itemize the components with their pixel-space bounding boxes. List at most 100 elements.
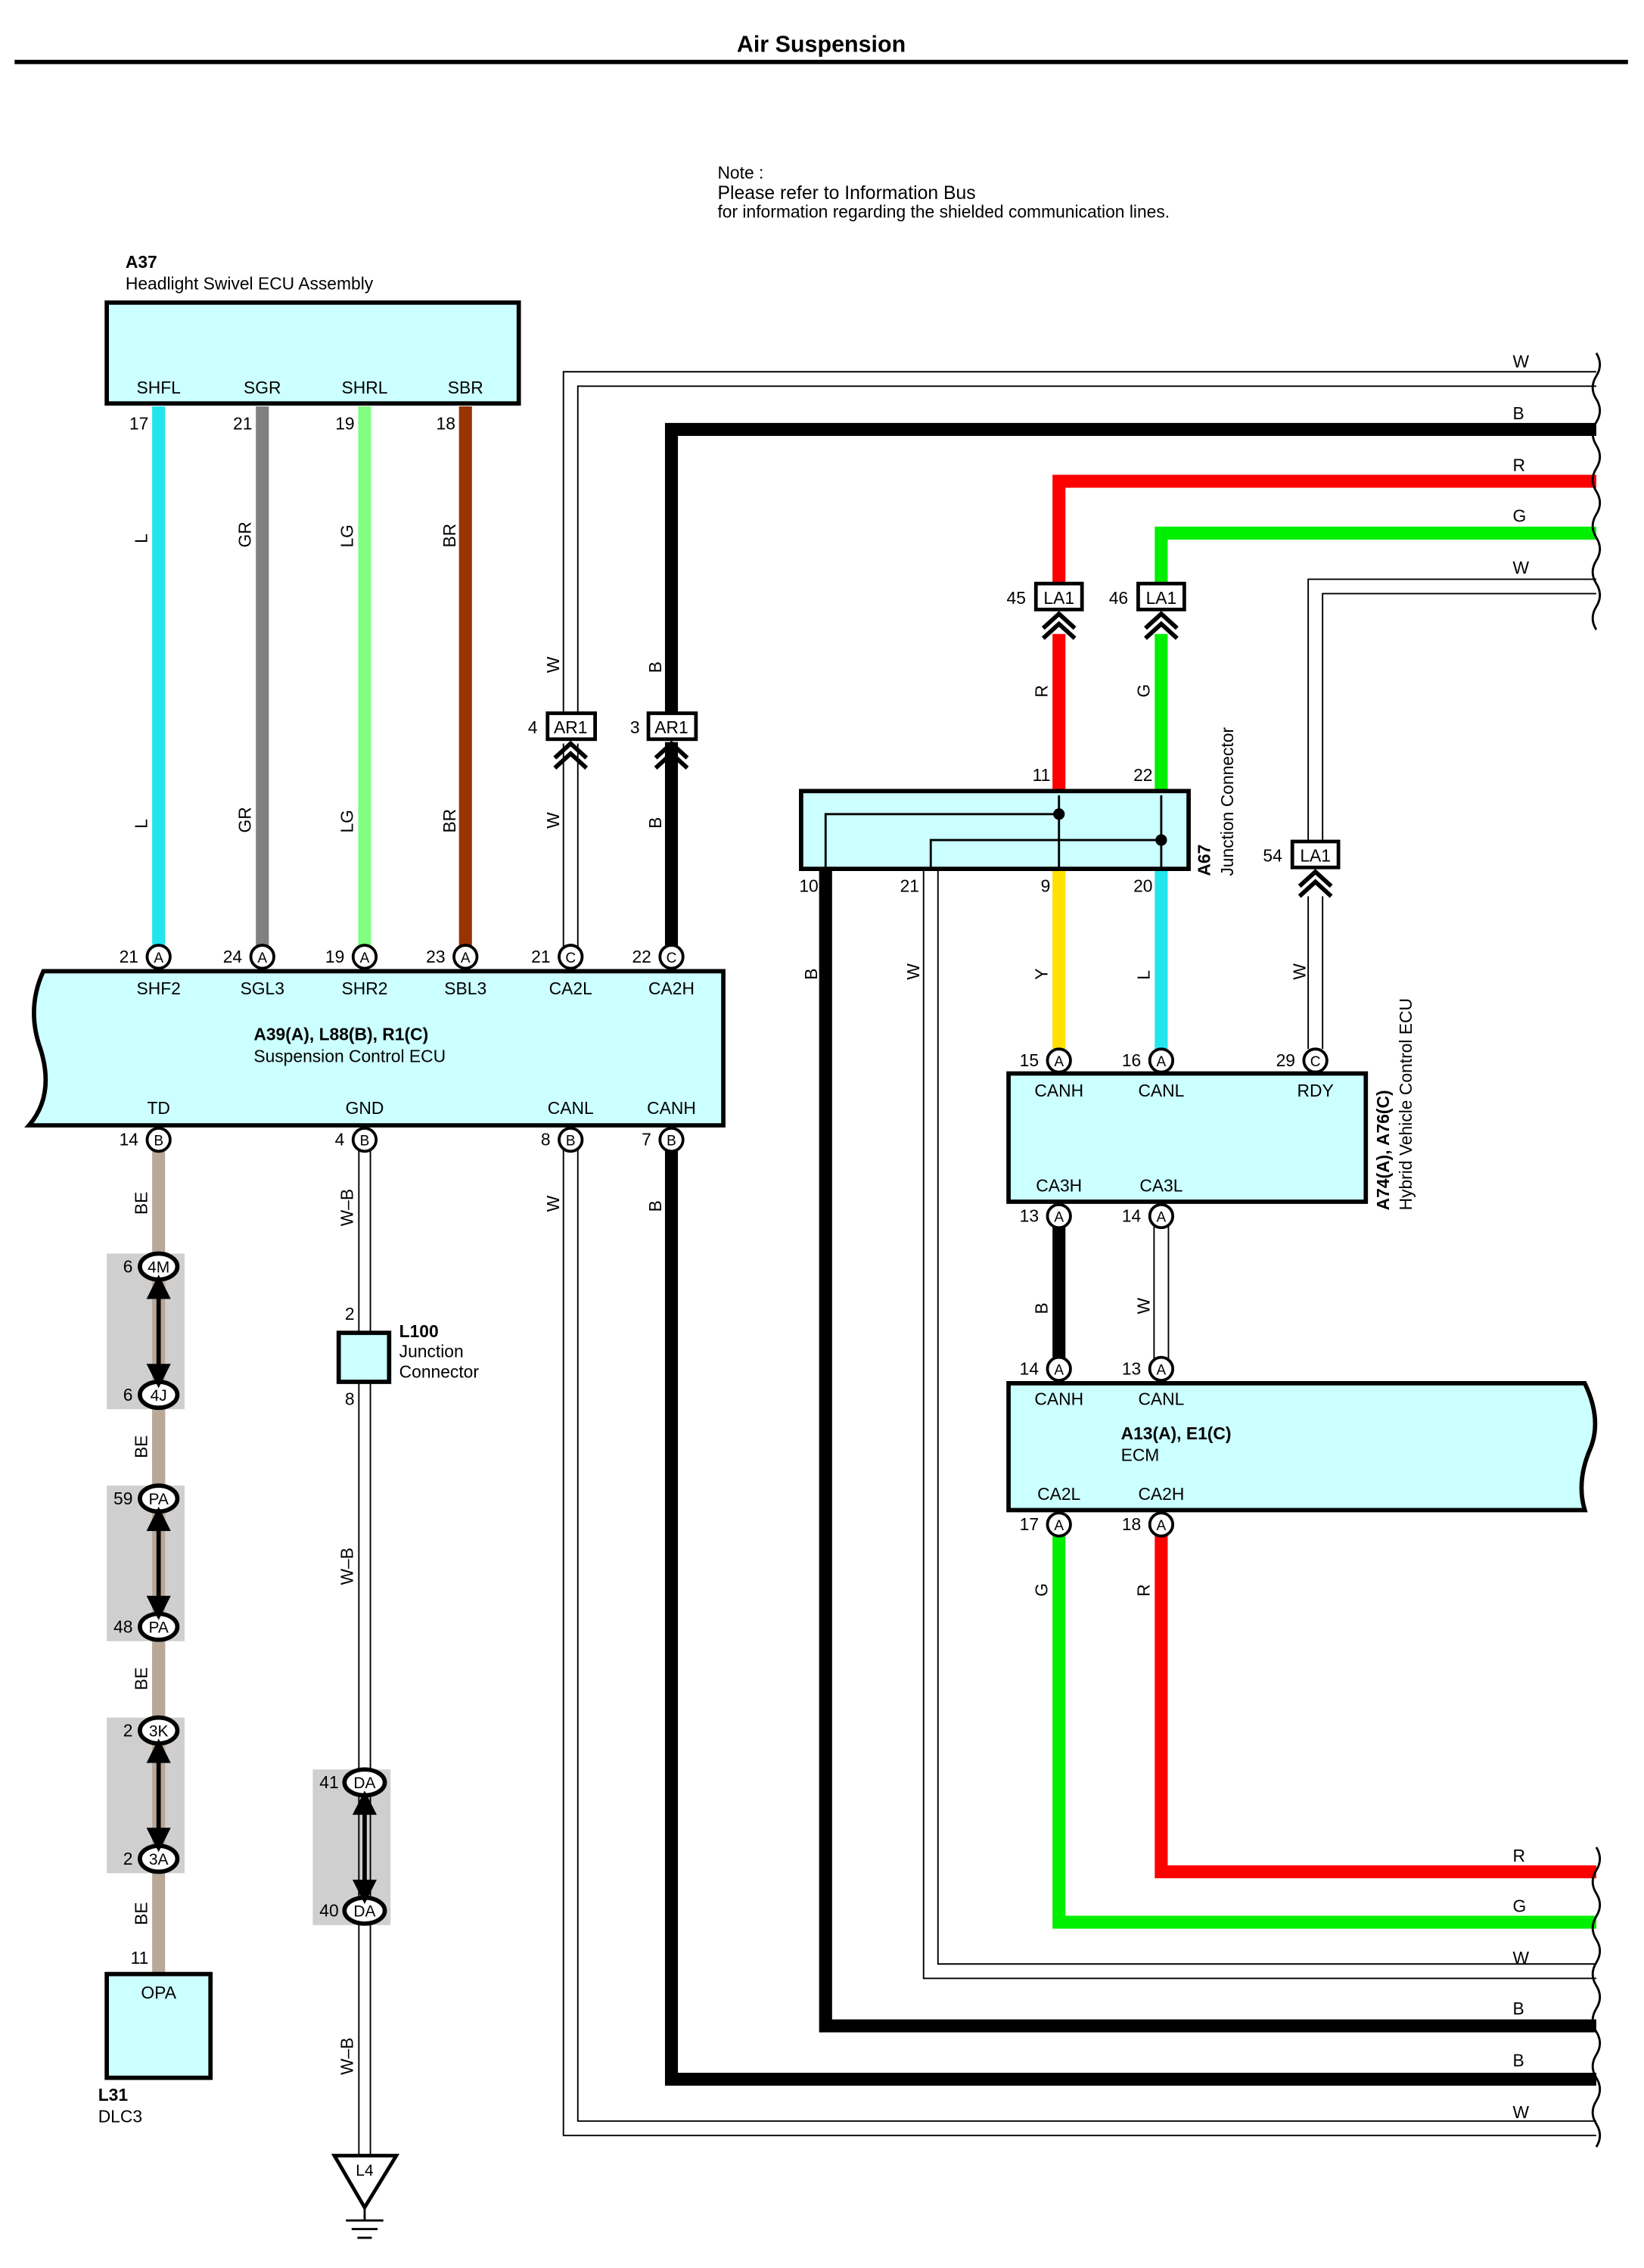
- svg-text:W: W: [543, 1195, 563, 1212]
- svg-text:L: L: [131, 819, 151, 829]
- svg-text:Junction: Junction: [399, 1342, 464, 1361]
- svg-text:16: 16: [1122, 1050, 1141, 1070]
- svg-text:L100: L100: [399, 1321, 439, 1341]
- svg-text:A: A: [1054, 1518, 1064, 1534]
- wire-wb-gnd: [358, 1146, 371, 2156]
- svg-text:BE: BE: [131, 1435, 151, 1458]
- svg-text:G: G: [1031, 1583, 1051, 1597]
- svg-text:BE: BE: [131, 1192, 151, 1215]
- wire-w-rdy: [1307, 578, 1596, 1050]
- svg-text:A: A: [1157, 1210, 1167, 1226]
- svg-text:B: B: [1512, 1999, 1524, 2018]
- svg-text:18: 18: [1122, 1514, 1141, 1534]
- a37-pin-shrl: SHRL: [342, 378, 388, 397]
- svg-text:L: L: [131, 534, 151, 543]
- svg-text:41: 41: [319, 1772, 338, 1792]
- svg-text:A: A: [154, 950, 163, 966]
- wire-color-labels: L L GR GR LG LG BR BR W W B B R G B W Y …: [131, 521, 1309, 2075]
- svg-text:21: 21: [120, 947, 138, 966]
- svg-text:SGL3: SGL3: [241, 978, 284, 998]
- svg-text:8: 8: [345, 1389, 355, 1408]
- svg-text:15: 15: [1020, 1050, 1039, 1070]
- svg-text:11: 11: [131, 1948, 149, 1968]
- svg-text:B: B: [645, 1200, 665, 1212]
- component-a74: CANH CANL RDY 15 16 29 A A C CA3H CA3L 1…: [1006, 998, 1416, 1230]
- svg-text:59: 59: [113, 1489, 132, 1508]
- svg-text:3K: 3K: [149, 1722, 169, 1740]
- wire-r-ca2h: [1155, 1532, 1596, 1878]
- wire-w-a67-21: [922, 870, 1596, 1980]
- wire-b-canh: [664, 1146, 1596, 2086]
- connector-la1-45: 45 LA1: [1007, 581, 1084, 640]
- svg-text:A: A: [1157, 1518, 1167, 1534]
- svg-text:LA1: LA1: [1043, 588, 1074, 608]
- svg-text:PA: PA: [148, 1619, 168, 1636]
- svg-text:R: R: [1031, 685, 1051, 698]
- wire-b-ca2h: [664, 422, 1596, 714]
- wire-w-ca3l: [1153, 1224, 1170, 1361]
- svg-text:9: 9: [1041, 876, 1051, 896]
- wire-r-la1: [1052, 474, 1596, 584]
- svg-text:A: A: [1157, 1054, 1167, 1070]
- svg-text:6: 6: [123, 1385, 133, 1405]
- svg-text:BR: BR: [440, 524, 459, 548]
- svg-text:W: W: [1512, 2102, 1529, 2122]
- svg-text:B: B: [566, 1134, 576, 1150]
- svg-text:W: W: [1134, 1298, 1154, 1314]
- a74-name: Hybrid Vehicle Control ECU: [1396, 998, 1416, 1210]
- svg-text:14: 14: [120, 1130, 139, 1150]
- svg-text:Connector: Connector: [399, 1361, 480, 1381]
- a13-name: ECM: [1121, 1445, 1160, 1465]
- component-a67: 11 22 10 21 9 20 A67 Junction Connector: [799, 727, 1237, 896]
- svg-text:L4: L4: [356, 2162, 374, 2179]
- a37-box: [104, 300, 521, 406]
- svg-text:RDY: RDY: [1297, 1081, 1334, 1100]
- connector-ar1-4: 4 AR1: [528, 711, 597, 770]
- component-l31: OPA 11 L31 DLC3: [98, 1948, 213, 2126]
- svg-text:CA2L: CA2L: [1037, 1484, 1080, 1504]
- a37-name: Headlight Swivel ECU Assembly: [126, 274, 374, 294]
- wire-w-ca2l: [562, 371, 1596, 948]
- svg-text:A: A: [461, 950, 471, 966]
- svg-text:24: 24: [223, 947, 243, 966]
- svg-text:A: A: [360, 950, 370, 966]
- svg-text:SHF2: SHF2: [136, 978, 180, 998]
- connector-ar1-3: 3 AR1: [630, 711, 698, 770]
- svg-text:CA3L: CA3L: [1139, 1176, 1182, 1196]
- svg-text:R: R: [1512, 456, 1525, 475]
- svg-text:R: R: [1512, 1846, 1525, 1865]
- svg-text:A: A: [1054, 1054, 1064, 1070]
- svg-text:BE: BE: [131, 1902, 151, 1924]
- svg-text:W: W: [543, 812, 563, 829]
- svg-text:C: C: [565, 950, 576, 966]
- svg-text:L31: L31: [98, 2085, 129, 2105]
- svg-text:C: C: [667, 950, 677, 966]
- svg-text:PA: PA: [148, 1491, 168, 1508]
- page-title: Air Suspension: [737, 32, 906, 58]
- a39-name: Suspension Control ECU: [253, 1046, 446, 1066]
- svg-text:W–B: W–B: [337, 1548, 357, 1585]
- svg-text:W: W: [1512, 352, 1529, 372]
- svg-text:B: B: [1512, 403, 1524, 423]
- svg-text:W–B: W–B: [337, 1189, 357, 1226]
- svg-text:22: 22: [1133, 765, 1152, 785]
- svg-text:GND: GND: [346, 1098, 384, 1118]
- a37-pin-sbr: SBR: [448, 378, 483, 397]
- svg-text:B: B: [645, 817, 665, 829]
- inline-connectors-gnd: DA DA 41 40: [312, 1767, 391, 1926]
- svg-text:CANL: CANL: [548, 1098, 594, 1118]
- svg-text:22: 22: [632, 947, 651, 966]
- svg-text:W: W: [1512, 1948, 1529, 1968]
- ground-l4: L4: [331, 2154, 400, 2239]
- svg-text:A: A: [1054, 1362, 1064, 1378]
- a74-box: [1006, 1071, 1369, 1204]
- svg-text:CANH: CANH: [1034, 1389, 1083, 1408]
- svg-text:LA1: LA1: [1146, 588, 1177, 608]
- svg-text:17: 17: [1020, 1514, 1039, 1534]
- svg-text:2: 2: [123, 1849, 133, 1868]
- svg-text:GR: GR: [235, 807, 255, 832]
- wire-w-canl: [562, 1146, 1596, 2136]
- svg-text:W: W: [1512, 558, 1529, 577]
- svg-text:48: 48: [113, 1616, 132, 1636]
